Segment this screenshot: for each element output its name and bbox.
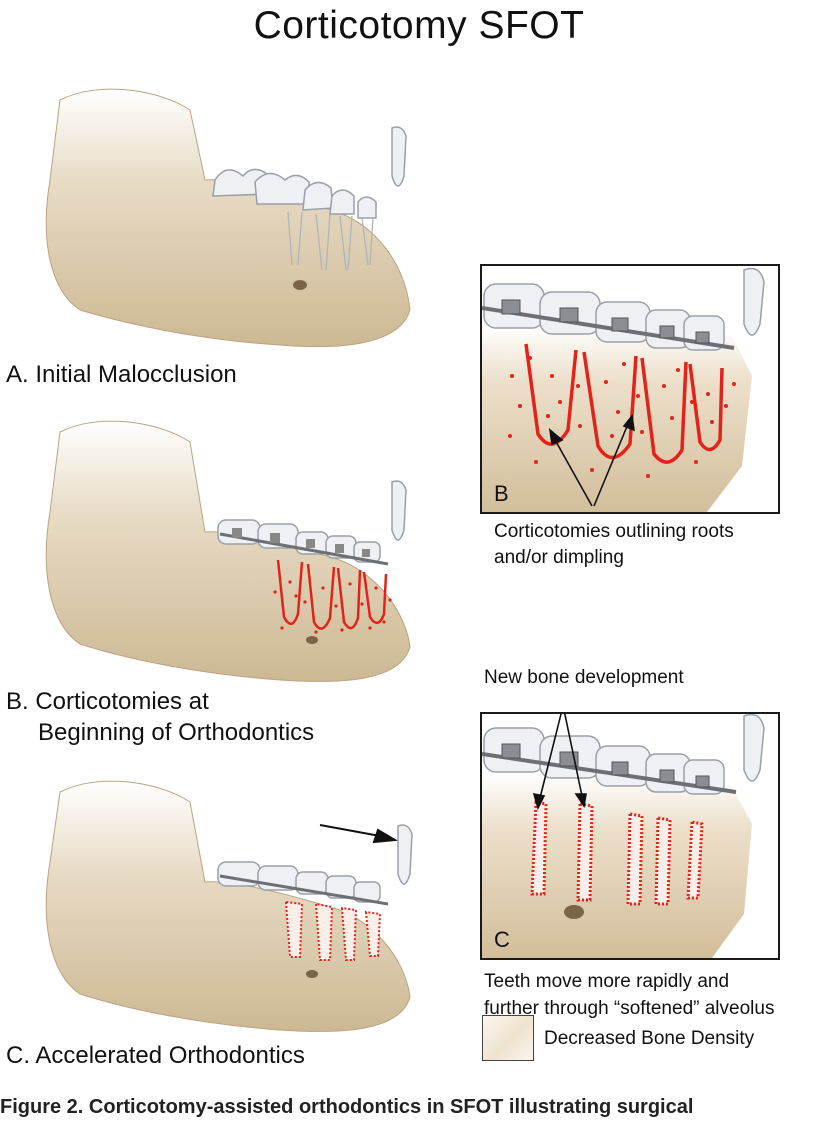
jaw-illustration-b xyxy=(40,392,440,692)
inset-b-letter: B xyxy=(494,481,509,506)
jaw-illustration-c xyxy=(40,752,440,1052)
legend-swatch-decreased-bone-density xyxy=(482,1015,534,1061)
legend-label: Decreased Bone Density xyxy=(544,1028,755,1049)
figure-caption: Figure 2. Corticotomy-assisted orthodont… xyxy=(0,1096,694,1118)
inset-b-frame: B xyxy=(480,264,780,514)
inset-c-letter: C xyxy=(494,927,510,952)
jaw-illustration-a xyxy=(40,60,440,360)
inset-b-caption-line1: Corticotomies outlining roots xyxy=(494,521,734,542)
inset-c-caption-line2: further through “softened” alveolus xyxy=(484,998,775,1019)
panel-b-label-line1: B. Corticotomies at xyxy=(6,688,209,715)
figure-title: Corticotomy SFOT xyxy=(253,4,585,47)
inset-c-frame: C xyxy=(480,712,780,960)
inset-c-caption-line1: Teeth move more rapidly and xyxy=(484,971,730,992)
panel-a-label: A. Initial Malocclusion xyxy=(6,361,237,388)
inset-c-top-label: New bone development xyxy=(484,667,684,688)
panel-b-label-line2: Beginning of Orthodontics xyxy=(38,719,315,746)
inset-b-caption-line2: and/or dimpling xyxy=(494,547,624,568)
panel-c-label: C. Accelerated Orthodontics xyxy=(6,1042,305,1069)
